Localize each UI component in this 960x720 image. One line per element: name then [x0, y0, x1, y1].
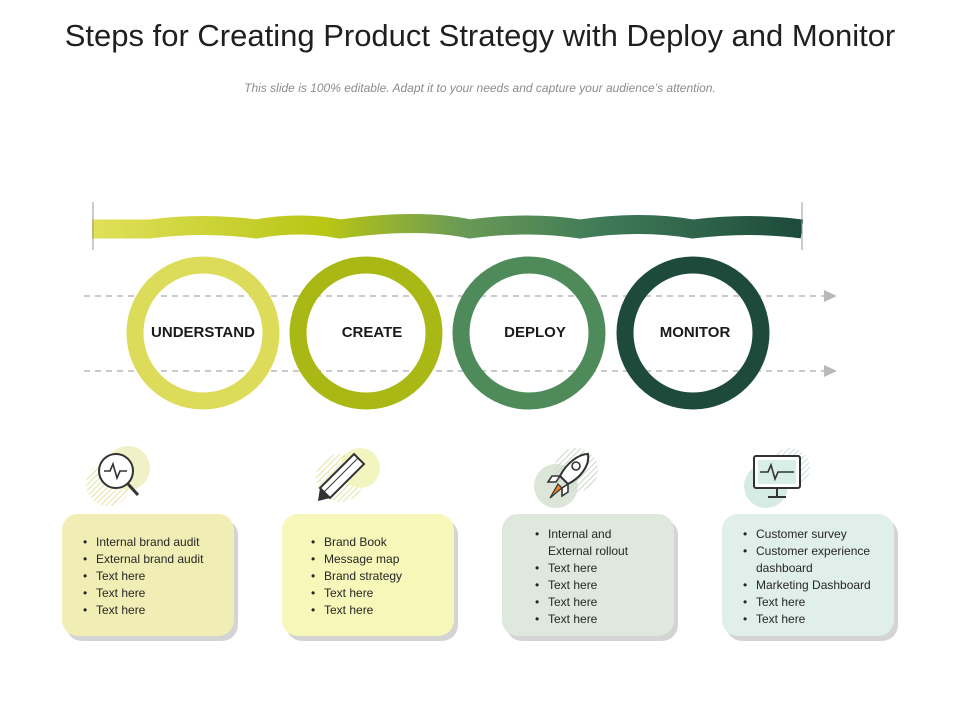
step-card-monitor: Customer survey Customer experience dash…	[722, 514, 894, 636]
slide-title: Steps for Creating Product Strategy with…	[64, 18, 896, 53]
step-label-monitor: MONITOR	[659, 324, 731, 341]
list-item: Text here	[535, 594, 658, 611]
step-label-understand: UNDERSTAND	[151, 324, 255, 341]
loop-ring-understand	[126, 256, 280, 410]
list-item: Customer survey	[743, 526, 882, 543]
dashed-arrow-bottom	[84, 365, 837, 377]
monitor-pulse-icon	[740, 446, 820, 510]
step-label-create: CREATE	[341, 324, 403, 341]
list-item: Text here	[743, 594, 882, 611]
card-list: Internal brand audit External brand audi…	[82, 534, 222, 619]
list-item: Text here	[83, 602, 222, 619]
card-list: Customer survey Customer experience dash…	[742, 526, 882, 628]
magnifier-pulse-icon	[80, 446, 160, 510]
pencil-icon	[302, 446, 382, 510]
list-item: Internal and External rollout	[535, 526, 658, 560]
loop-ring-create	[289, 256, 443, 410]
list-item: Text here	[743, 611, 882, 628]
loop-ring-deploy	[452, 256, 606, 410]
step-label-deploy: DEPLOY	[504, 324, 566, 341]
list-item: Internal brand audit	[83, 534, 222, 551]
slide-subtitle: This slide is 100% editable. Adapt it to…	[244, 81, 716, 95]
list-item: Text here	[535, 577, 658, 594]
list-item: External brand audit	[83, 551, 222, 568]
list-item: Text here	[311, 602, 442, 619]
step-card-create: Brand Book Message map Brand strategy Te…	[282, 514, 454, 636]
loop-ring-monitor	[616, 256, 770, 410]
list-item: Brand Book	[311, 534, 442, 551]
rocket-icon	[526, 446, 606, 510]
list-item: Customer experience dashboard	[743, 543, 882, 577]
step-card-deploy: Internal and External rollout Text here …	[502, 514, 674, 636]
card-list: Internal and External rollout Text here …	[534, 526, 658, 628]
dashed-arrow-top	[84, 290, 837, 302]
list-item: Text here	[83, 568, 222, 585]
list-item: Message map	[311, 551, 442, 568]
list-item: Text here	[535, 611, 658, 628]
list-item: Brand strategy	[311, 568, 442, 585]
loop-ribbon-top	[92, 214, 804, 239]
list-item: Marketing Dashboard	[743, 577, 882, 594]
card-list: Brand Book Message map Brand strategy Te…	[310, 534, 442, 619]
step-card-understand: Internal brand audit External brand audi…	[62, 514, 234, 636]
list-item: Text here	[311, 585, 442, 602]
list-item: Text here	[535, 560, 658, 577]
list-item: Text here	[83, 585, 222, 602]
